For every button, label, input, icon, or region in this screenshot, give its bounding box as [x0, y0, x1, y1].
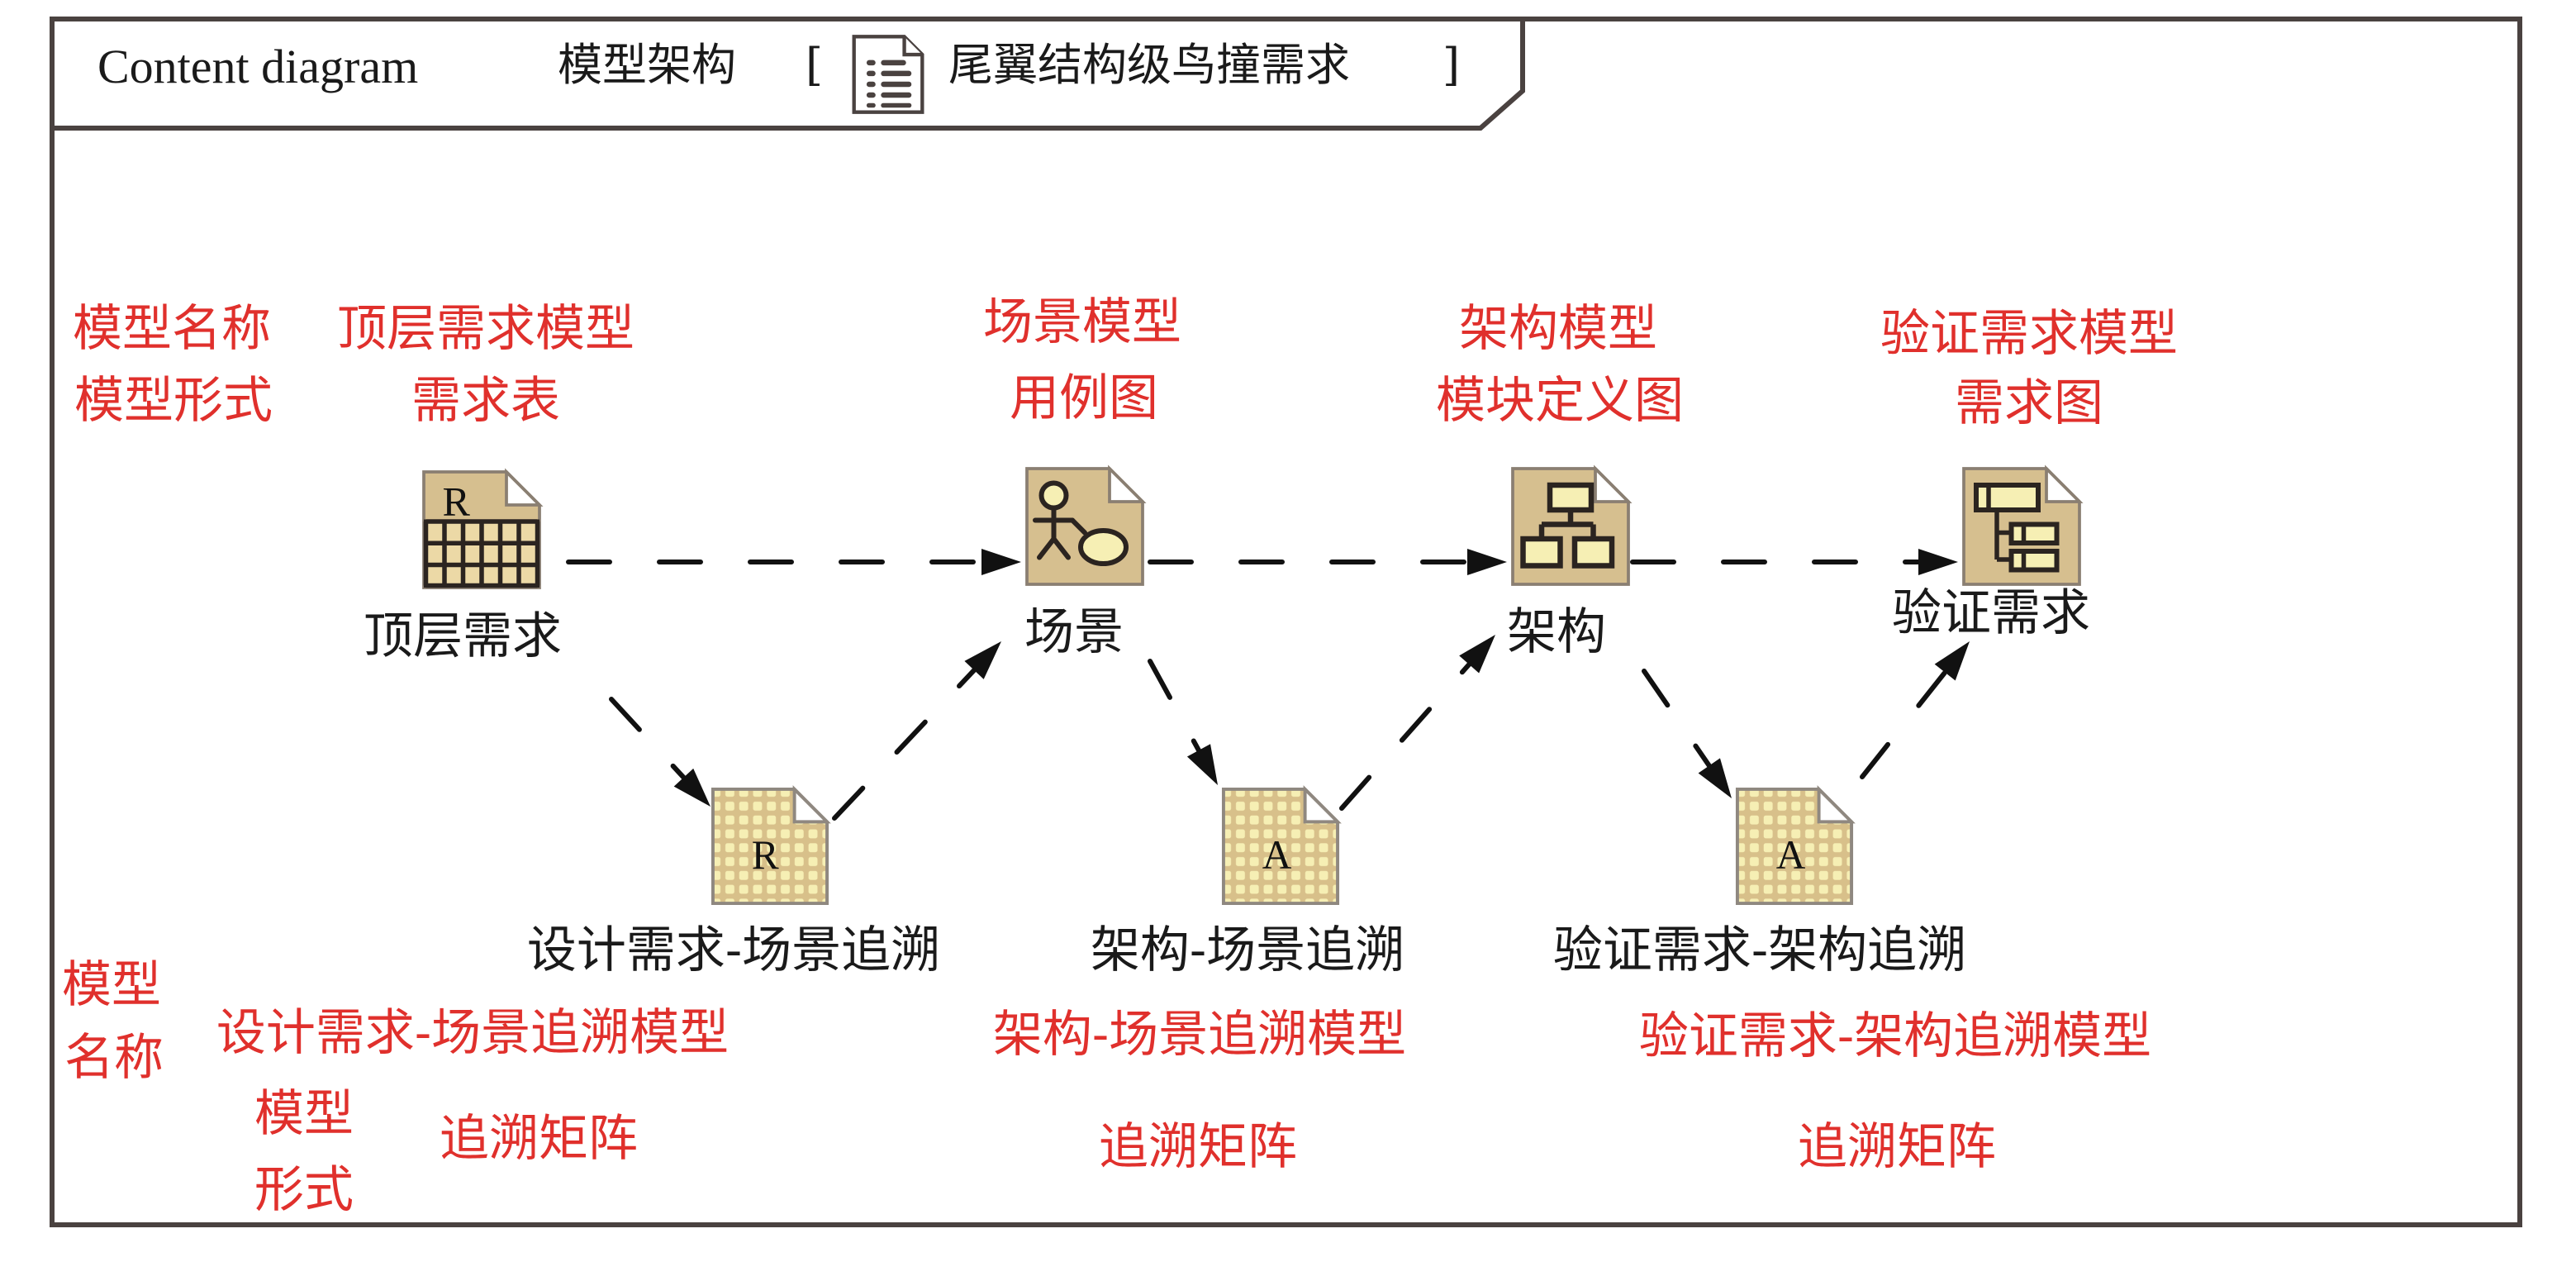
arrowhead-icon	[1459, 635, 1495, 674]
row-label-model-name: 模型名称	[73, 300, 271, 358]
use-case-diagram-icon[interactable]	[1023, 464, 1147, 592]
matrix-model-form: 追溯矩阵	[440, 1110, 638, 1168]
node-model-form: 用例图	[1010, 369, 1158, 427]
node-model-name: 顶层需求模型	[337, 300, 634, 358]
trace-edge-m3-to-verify-req[interactable]	[1860, 639, 1972, 779]
node-model-form: 需求图	[1955, 374, 2103, 432]
matrix-label[interactable]: 验证需求-架构追溯	[1552, 921, 1967, 979]
header-tab-border	[52, 19, 1525, 131]
matrix-model-name: 架构-场景追溯模型	[992, 1006, 1407, 1064]
edge-layer	[566, 549, 1972, 821]
diagram-kind-label: Content diagram	[97, 40, 419, 93]
node-model-form: 模块定义图	[1436, 372, 1684, 430]
node-label[interactable]: 架构	[1507, 603, 1606, 661]
matrix-model-name: 设计需求-场景追溯模型	[216, 1004, 730, 1062]
frame-border	[50, 17, 2522, 1227]
arrowhead-icon	[1467, 549, 1507, 575]
icon-letter: A	[1262, 832, 1292, 878]
node-label[interactable]: 场景	[1024, 603, 1124, 661]
trace-edge-m1-to-scenario[interactable]	[832, 639, 1004, 821]
document-list-icon	[847, 33, 929, 119]
package-name: 尾翼结构级鸟撞需求	[948, 39, 1350, 91]
row-label-model-name-2: 名称	[64, 1029, 164, 1087]
node-label[interactable]: 验证需求	[1892, 584, 2090, 642]
row-label-model-form-2: 形式	[254, 1161, 354, 1219]
matrix-label[interactable]: 设计需求-场景追溯	[526, 921, 941, 979]
icon-letter: A	[1776, 832, 1806, 878]
node-label[interactable]: 顶层需求	[364, 607, 562, 665]
traceability-matrix-icon[interactable]: R	[709, 785, 831, 911]
traceability-matrix-icon[interactable]: A	[1733, 785, 1856, 911]
arrowhead-icon	[1698, 758, 1732, 798]
node-model-name: 架构模型	[1459, 300, 1657, 358]
arrowhead-icon	[964, 641, 1001, 679]
row-label-model-name-1: 模型	[62, 956, 161, 1014]
block-definition-diagram-icon[interactable]	[1509, 464, 1633, 592]
arrowhead-icon	[1186, 744, 1218, 785]
bracket-close: ]	[1442, 39, 1461, 91]
matrix-label[interactable]: 架构-场景追溯	[1090, 921, 1405, 979]
icon-letter: R	[752, 832, 779, 878]
icon-letter: R	[443, 479, 471, 525]
matrix-model-form: 追溯矩阵	[1099, 1118, 1297, 1176]
matrix-model-form: 追溯矩阵	[1798, 1118, 1996, 1176]
requirement-table-icon[interactable]: R	[420, 468, 544, 595]
node-model-name: 验证需求模型	[1880, 305, 2178, 363]
arrowhead-icon	[1918, 549, 1958, 575]
row-label-model-form: 模型形式	[74, 372, 273, 430]
traceability-matrix-icon[interactable]: A	[1219, 785, 1342, 911]
row-label-model-form-1: 模型	[254, 1085, 354, 1143]
arrowhead-icon	[981, 549, 1021, 575]
bracket-open: [	[806, 39, 824, 91]
view-name: 模型架构	[558, 39, 736, 91]
arrowhead-icon	[673, 768, 711, 807]
arrowhead-icon	[1934, 641, 1970, 681]
node-model-form: 需求表	[411, 372, 560, 430]
node-model-name: 场景模型	[983, 293, 1181, 351]
requirement-diagram-icon[interactable]	[1960, 464, 2084, 592]
matrix-model-name: 验证需求-架构追溯模型	[1638, 1007, 2152, 1065]
